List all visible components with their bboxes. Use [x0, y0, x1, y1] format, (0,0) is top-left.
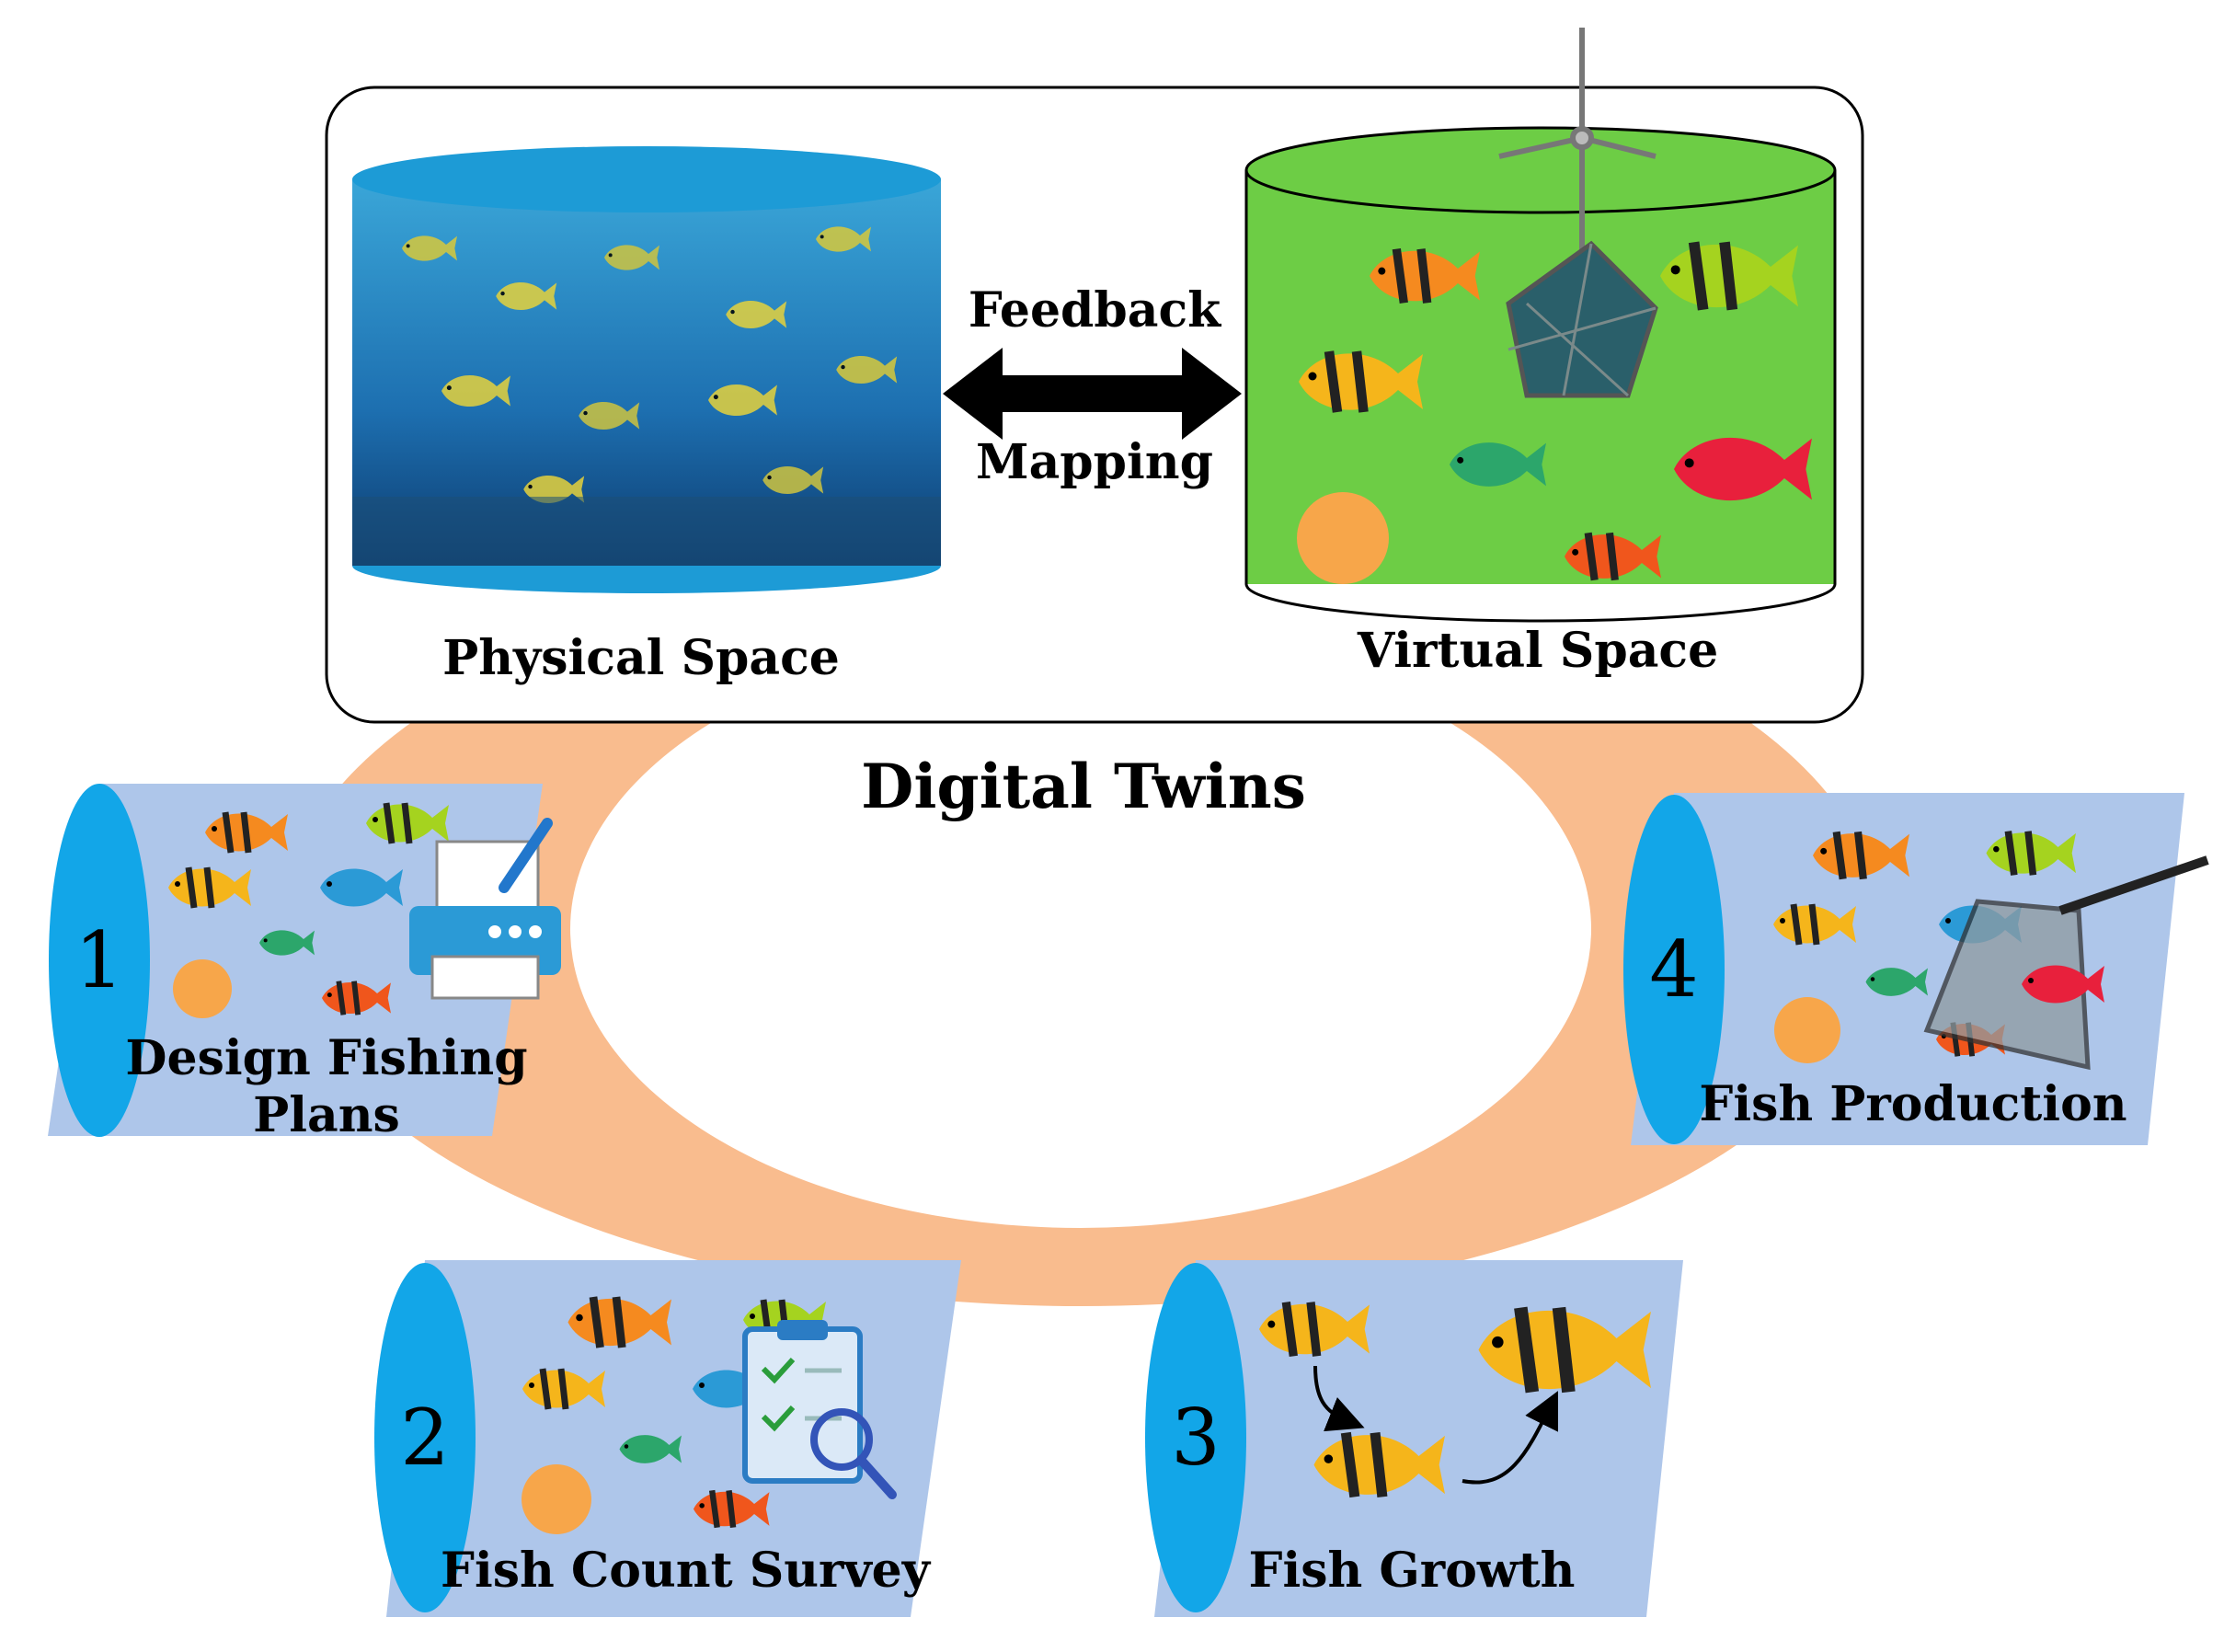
- stage-number-badge: [49, 784, 150, 1137]
- stage-card-3: 3 Fish Growth: [1145, 1260, 1683, 1617]
- stage-label: Fish Growth: [1249, 1543, 1576, 1599]
- net-icon: [1923, 855, 2209, 1071]
- physical-space-label: Physical Space: [442, 630, 840, 686]
- stage-number: 1: [75, 915, 123, 1005]
- clipboard-icon: [742, 1320, 863, 1484]
- stage-card-4: 4 Fish Production: [1623, 793, 2209, 1145]
- stage-number: 3: [1171, 1393, 1220, 1483]
- stage-label-line2: Plans: [253, 1087, 400, 1143]
- magnifier-icon: [810, 1408, 897, 1499]
- center-title: Digital Twins: [861, 751, 1306, 822]
- growth-arrow: [1462, 1391, 1558, 1485]
- growth-arrow: [1313, 1365, 1365, 1432]
- virtual-space-label: Virtual Space: [1357, 623, 1718, 679]
- stage-card-2: 2 Fish Count Survey: [374, 1260, 961, 1617]
- feedback-label: Feedback: [969, 282, 1221, 338]
- pufferfish-icon: [522, 1464, 591, 1534]
- stage-number-badge: [1145, 1263, 1246, 1612]
- pufferfish-icon: [173, 959, 232, 1018]
- stage-card-1: 1 Design Fishing Plans: [48, 784, 561, 1143]
- fish-cage-icon: [1506, 240, 1658, 398]
- turbine-icon: [1498, 28, 1657, 258]
- physical-space-cylinder: [352, 146, 941, 593]
- stage-label: Fish Count Survey: [441, 1543, 932, 1599]
- pufferfish-icon: [1297, 492, 1389, 584]
- feedback-mapping-arrow: [943, 348, 1242, 440]
- stage-number: 4: [1649, 924, 1698, 1015]
- mapping-label: Mapping: [976, 434, 1213, 490]
- virtual-space-cylinder: [1244, 28, 1837, 623]
- cycle-ring-hole: [570, 630, 1591, 1228]
- pufferfish-icon: [1774, 997, 1840, 1063]
- stage-number-badge: [1623, 795, 1725, 1144]
- stage-label: Fish Production: [1699, 1076, 2127, 1132]
- stage-number-badge: [374, 1263, 476, 1612]
- stage-number: 2: [400, 1393, 449, 1483]
- pen-icon: [499, 818, 553, 893]
- stage-label: Design Fishing: [125, 1030, 527, 1086]
